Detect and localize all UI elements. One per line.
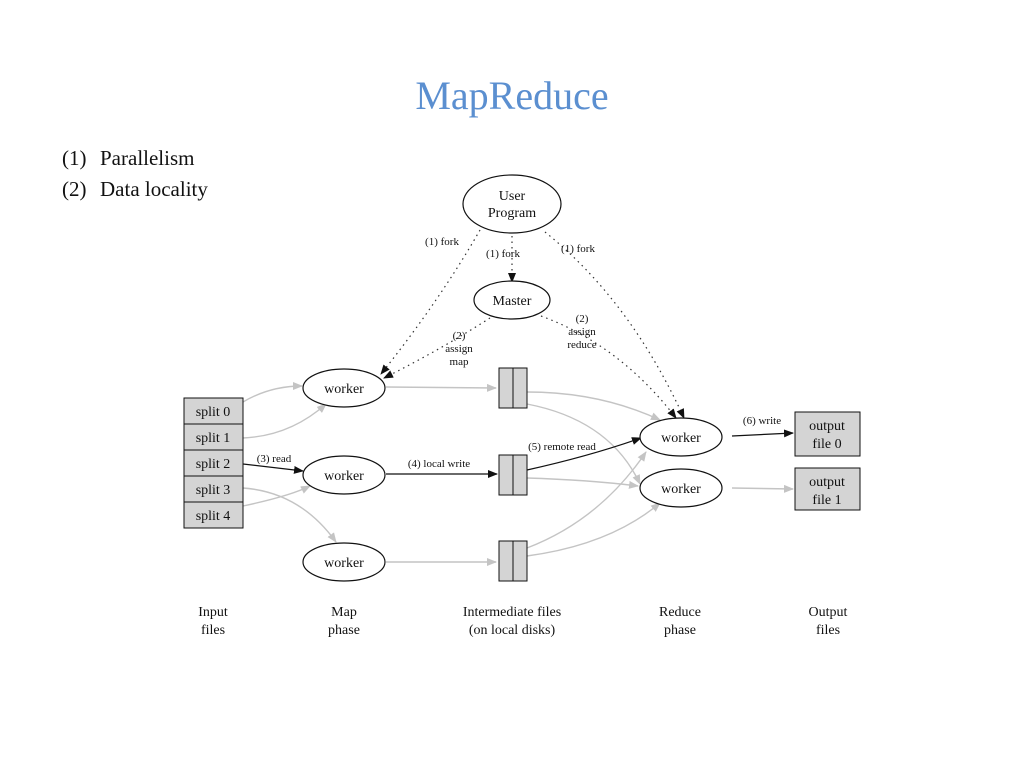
- split0-to-worker1-edge: [242, 382, 303, 403]
- file3-to-reducer0-edge: [526, 451, 647, 549]
- output-file-0-line1: output: [809, 419, 845, 434]
- bullet-data-locality: (2) Data locality: [62, 174, 208, 205]
- phase-intermediate-line2: (on local disks): [469, 623, 556, 638]
- assign-reduce-label-line3: reduce: [567, 339, 596, 351]
- bullet-number: (2): [62, 177, 87, 201]
- split-2-label: split 2: [196, 457, 231, 472]
- split-4-label: split 4: [196, 509, 231, 524]
- worker-label: worker: [324, 382, 364, 397]
- phase-reduce-line1: Reduce: [659, 605, 701, 620]
- phase-labels: Input files Map phase Intermediate files…: [198, 605, 847, 638]
- phase-output-line2: files: [816, 623, 840, 638]
- read-label: (3) read: [257, 453, 292, 465]
- bullet-parallelism: (1) Parallelism: [62, 143, 208, 174]
- assign-reduce-label-line2: assign: [568, 326, 596, 338]
- assign-map-label-line2: assign: [445, 343, 473, 355]
- map-worker-0: worker: [302, 368, 386, 408]
- assign-map-edge: [383, 317, 491, 379]
- split3-to-worker3-edge: [242, 487, 337, 543]
- worker-label: worker: [661, 482, 701, 497]
- output-file-1-line1: output: [809, 475, 845, 490]
- output-file-1: output file 1: [794, 467, 861, 511]
- user-program-label-line1: User: [499, 189, 526, 204]
- output-file-0-line2: file 0: [812, 437, 841, 452]
- map-worker-1: worker: [302, 455, 386, 495]
- reduce-worker-1: worker: [639, 468, 723, 508]
- reduce-worker-0: worker: [639, 417, 723, 457]
- bullet-number: (1): [62, 146, 87, 170]
- fork-edge-left: [380, 229, 481, 375]
- fork-left-label: (1) fork: [425, 236, 459, 248]
- master-node: Master: [473, 280, 551, 320]
- phase-input-line2: files: [201, 623, 225, 638]
- fork-mid-label: (1) fork: [486, 248, 520, 260]
- master-label: Master: [493, 294, 532, 309]
- remote-read-label: (5) remote read: [528, 441, 596, 453]
- file2-to-reducer1-edge: [526, 477, 639, 489]
- split-1-label: split 1: [196, 431, 231, 446]
- bullet-list: (1) Parallelism (2) Data locality: [62, 143, 208, 205]
- split4-to-worker2-edge: [242, 485, 311, 507]
- assign-reduce-label-line1: (2): [576, 313, 589, 325]
- phase-map-line1: Map: [331, 605, 357, 620]
- phase-output-line1: Output: [809, 605, 848, 620]
- local-write-label: (4) local write: [408, 458, 470, 470]
- split-0-label: split 0: [196, 405, 231, 420]
- worker-label: worker: [324, 469, 364, 484]
- solid-edges: [242, 429, 794, 478]
- write-label: (6) write: [743, 415, 781, 427]
- worker-label: worker: [324, 556, 364, 571]
- intermediate-file-0: [498, 367, 528, 409]
- user-program-label-line2: Program: [488, 206, 536, 221]
- read-edge: [242, 463, 304, 474]
- intermediate-file-2: [498, 540, 528, 582]
- map-worker-2: worker: [302, 542, 386, 582]
- worker1-to-file-edge: [385, 383, 497, 392]
- assign-map-label-line3: map: [450, 356, 469, 368]
- phase-input-line1: Input: [198, 605, 228, 620]
- bullet-text: Parallelism: [100, 146, 195, 170]
- fork-edge-right: [544, 231, 685, 419]
- remote-read-edge: [526, 437, 642, 471]
- output-file-1-line2: file 1: [812, 493, 841, 508]
- assign-reduce-edge: [540, 315, 677, 419]
- assign-map-label-line1: (2): [453, 330, 466, 342]
- fork-right-label: (1) fork: [561, 243, 595, 255]
- output-file-0: output file 0: [794, 411, 861, 457]
- user-program-node: User Program: [462, 174, 562, 234]
- input-splits: split 0 split 1 split 2 split 3 split 4: [183, 397, 244, 529]
- fork-edges: [380, 229, 685, 419]
- write-edge: [731, 429, 794, 438]
- phase-map-line2: phase: [328, 623, 360, 638]
- reducer1-to-output1-edge: [731, 484, 794, 493]
- split1-to-worker1-edge: [242, 403, 327, 439]
- edge-labels: (1) fork (1) fork (1) fork (2) assign ma…: [257, 236, 781, 470]
- split-3-label: split 3: [196, 483, 231, 498]
- file3-to-reducer1-edge: [526, 502, 661, 557]
- phase-intermediate-line1: Intermediate files: [463, 605, 561, 620]
- phase-reduce-line2: phase: [664, 623, 696, 638]
- file1-to-reducer0-edge: [526, 391, 661, 421]
- slide-title: MapReduce: [415, 73, 609, 118]
- intermediate-file-1: [498, 454, 528, 496]
- bullet-text: Data locality: [100, 177, 208, 201]
- data-flow-edges: [242, 382, 794, 566]
- worker-label: worker: [661, 431, 701, 446]
